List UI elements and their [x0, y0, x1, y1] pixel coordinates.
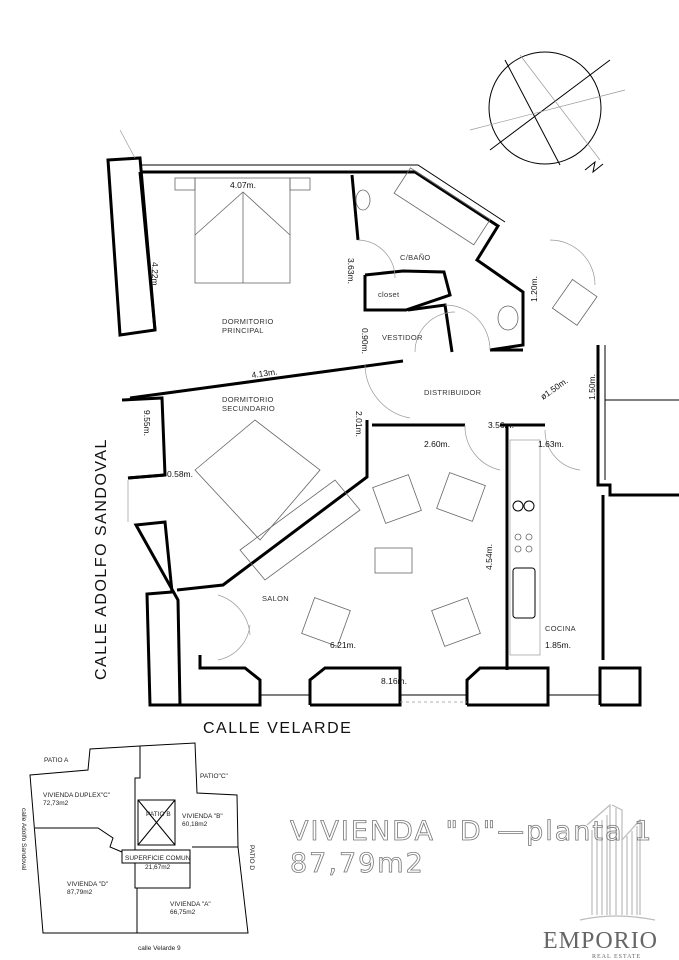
dimension-label: 1.85m.: [545, 640, 571, 650]
unit-name: VIVIENDA "B": [182, 813, 223, 820]
room-label: SECUNDARIO: [222, 404, 275, 413]
wheelchair-icon: [551, 278, 598, 326]
plan-title: VIVIENDA "D"—planta 1: [290, 816, 653, 847]
street-label-left: CALLE ADOLFO SANDOVAL: [93, 438, 110, 680]
brand-name: EMPORIO: [543, 928, 658, 954]
dimension-label: 0.90m.: [360, 328, 370, 354]
room-labels: DORMITORIO PRINCIPAL DORMITORIO SECUNDAR…: [222, 253, 576, 633]
interior-walls: [129, 174, 545, 670]
emporio-logo: EMPORIO REAL ESTATE: [543, 803, 658, 960]
dimension-label: 9.55m.: [142, 410, 152, 436]
room-closet: closet: [378, 290, 400, 299]
patio-c-label: PATIO"C": [200, 773, 229, 780]
unit-name: VIVIENDA "D": [67, 881, 109, 888]
key-plan: PATIO A PATIO"C" PATIO B PATIO D calle A…: [20, 742, 255, 952]
toilet: [355, 189, 371, 211]
room-distribuidor: DISTRIBUIDOR: [424, 388, 482, 397]
dimension-label: 1.63m.: [538, 439, 564, 449]
dimension-label: 8.16m.: [381, 676, 407, 686]
patio-a-label: PATIO A: [44, 757, 69, 764]
dimension-label: 0.58m.: [167, 469, 193, 479]
bathtub: [393, 167, 491, 246]
room-label: PRINCIPAL: [222, 326, 264, 335]
double-bed-secundario: [194, 419, 321, 541]
dimension-label: ø1.50m.: [538, 376, 569, 402]
room-salon: SALON: [262, 594, 289, 603]
armchair: [301, 597, 351, 647]
unit-name: VIVIENDA "A": [170, 901, 211, 908]
dimension-label: 1.20m.: [529, 276, 539, 302]
room-bano: C/BAÑO: [400, 253, 431, 262]
key-street-bottom: calle Velarde 9: [138, 945, 181, 952]
kitchen-sink: [512, 567, 536, 619]
room-cocina: COCINA: [545, 624, 576, 633]
brand-tagline: REAL ESTATE: [592, 954, 641, 960]
dimension-label: 3.56m.: [488, 420, 514, 430]
dimension-label: 4.54m.: [484, 544, 494, 570]
coffee-table: [374, 547, 413, 574]
dimension-label: 1.50m.: [587, 374, 597, 400]
plan-area: 87,79m2: [290, 848, 425, 879]
north-compass-icon: [469, 51, 626, 174]
unit-name: VIVIENDA DUPLEX"C": [43, 792, 111, 799]
washbasin: [497, 305, 519, 331]
building-logo-icon: [579, 803, 656, 921]
dimension-label: 3.63m.: [346, 258, 356, 284]
armchair: [436, 472, 486, 522]
sofa: [239, 479, 361, 581]
unit-area: 60,18m2: [182, 821, 208, 828]
unit-area: 66,75m2: [170, 909, 196, 916]
dimension-labels: 4.07m. 4.22m. 3.63m. 0.90m. 4.13m. 9.55m…: [142, 180, 597, 686]
furniture: [174, 167, 598, 656]
patio-b-label: PATIO B: [146, 811, 171, 818]
dimension-label: 4.22m.: [150, 262, 160, 288]
dimension-label: 6.21m.: [330, 640, 356, 650]
armchair: [372, 474, 422, 524]
unit-area: 87,79m2: [67, 889, 93, 896]
unit-name: SUPERFICIE COMUN: [125, 855, 191, 862]
room-dormitorio-secundario: DORMITORIO: [222, 395, 274, 404]
key-street-left: calle Adolfo Sandoval: [20, 808, 27, 871]
dimension-label: 2.01m.: [354, 411, 364, 437]
dimension-label: 4.07m.: [230, 180, 256, 190]
street-label-bottom: CALLE VELARDE: [203, 720, 352, 737]
unit-area: 72,73m2: [43, 800, 69, 807]
room-dormitorio-principal: DORMITORIO: [222, 317, 274, 326]
kitchen-counter: [509, 439, 541, 656]
patio-d-label: PATIO D: [248, 845, 255, 870]
dimension-label: 2.60m.: [424, 439, 450, 449]
room-vestidor: VESTIDOR: [382, 333, 423, 342]
dimension-label: 4.13m.: [251, 366, 278, 380]
exterior-walls: [106, 129, 679, 707]
unit-area: 21,67m2: [145, 864, 171, 871]
double-bed-principal: [194, 177, 291, 284]
doors: [217, 239, 596, 661]
armchair: [431, 597, 481, 647]
